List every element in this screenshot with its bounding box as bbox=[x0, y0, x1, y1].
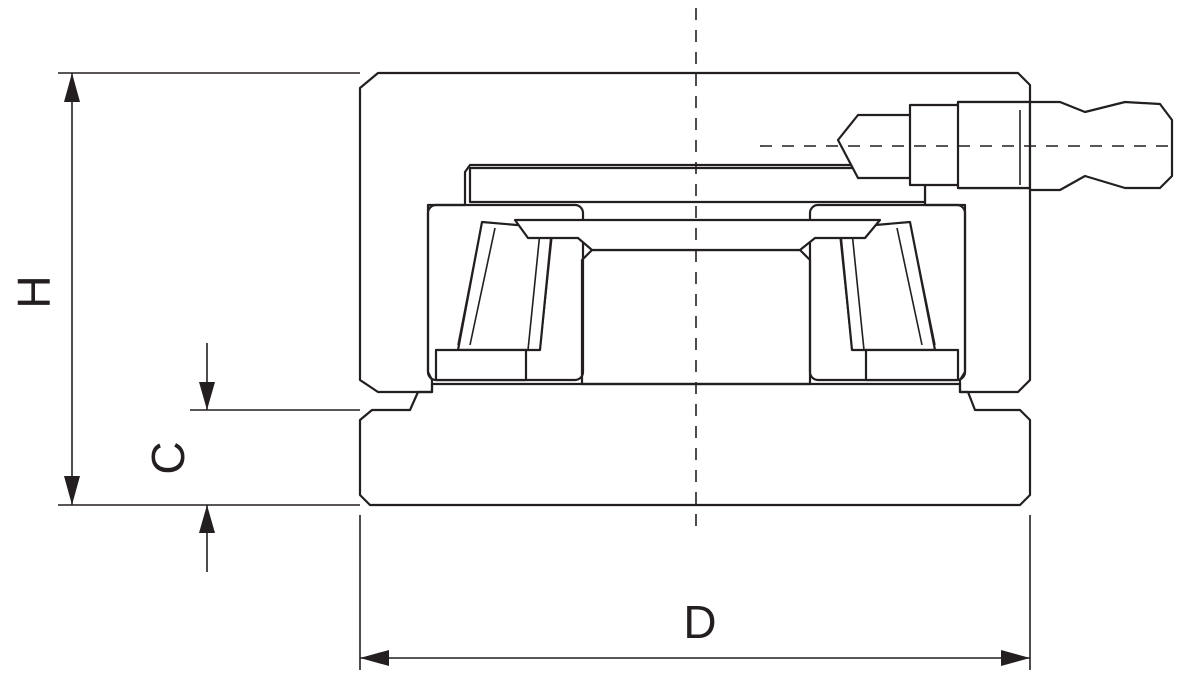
right-bearing bbox=[808, 203, 967, 382]
dimension-c-label: C bbox=[142, 441, 194, 474]
bearing-cage bbox=[513, 218, 882, 252]
lower-base bbox=[358, 382, 1032, 507]
left-bearing bbox=[426, 203, 585, 382]
dimension-h: H bbox=[8, 72, 360, 506]
dimension-h-label: H bbox=[8, 275, 60, 308]
dimension-d: D bbox=[359, 515, 1031, 670]
center-lines bbox=[695, 8, 1178, 535]
dimension-d-label: D bbox=[683, 596, 716, 648]
dimension-c: C bbox=[142, 343, 360, 572]
